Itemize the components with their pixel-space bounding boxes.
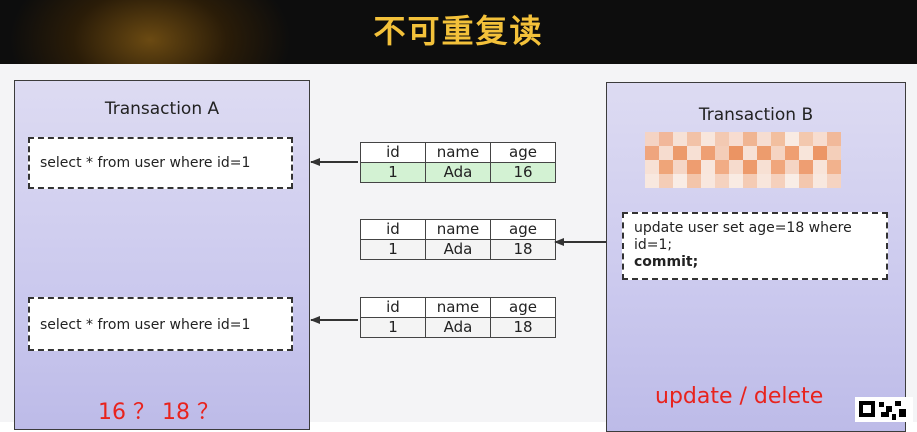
header-name: name	[425, 297, 491, 318]
transaction-a-title: Transaction A	[104, 99, 220, 119]
page-title: 不可重复读	[373, 12, 544, 50]
commit-line: commit;	[634, 254, 699, 270]
cell-age: 18	[490, 317, 556, 338]
cell-age: 18	[490, 239, 556, 260]
cell-id: 1	[360, 162, 426, 183]
table-row: 1 Ada 18	[360, 317, 556, 338]
transaction-a-query-2: select * from user where id=1	[28, 297, 293, 351]
table-second-read: id name age 1 Ada 18	[360, 297, 556, 338]
cell-name: Ada	[425, 239, 491, 260]
update-line-1: update user set age=18 where	[634, 220, 852, 236]
update-line-2: id=1;	[634, 237, 673, 253]
transaction-b-footer: update / delete	[655, 384, 824, 409]
transaction-b-title: Transaction B	[698, 105, 814, 125]
table-row: 1 Ada 16	[360, 162, 556, 183]
header-name: name	[425, 142, 491, 163]
pixelated-mosaic	[645, 132, 850, 190]
cell-age: 16	[490, 162, 556, 183]
table-after-update: id name age 1 Ada 18	[360, 219, 556, 260]
cell-id: 1	[360, 239, 426, 260]
transaction-a-question: 16 ？ 18 ？	[98, 400, 219, 425]
transaction-b-update-box: update user set age=18 where id=1; commi…	[622, 212, 888, 280]
table-before-update: id name age 1 Ada 16	[360, 142, 556, 183]
table-row: 1 Ada 18	[360, 239, 556, 260]
header-age: age	[490, 297, 556, 318]
cell-name: Ada	[425, 317, 491, 338]
header-banner: 不可重复读	[0, 0, 917, 64]
header-age: age	[490, 142, 556, 163]
arrows-layer	[310, 158, 606, 324]
cell-id: 1	[360, 317, 426, 338]
qr-code-icon	[855, 397, 913, 422]
header-id: id	[360, 219, 426, 240]
header-age: age	[490, 219, 556, 240]
transaction-a-query-1: select * from user where id=1	[28, 137, 293, 189]
